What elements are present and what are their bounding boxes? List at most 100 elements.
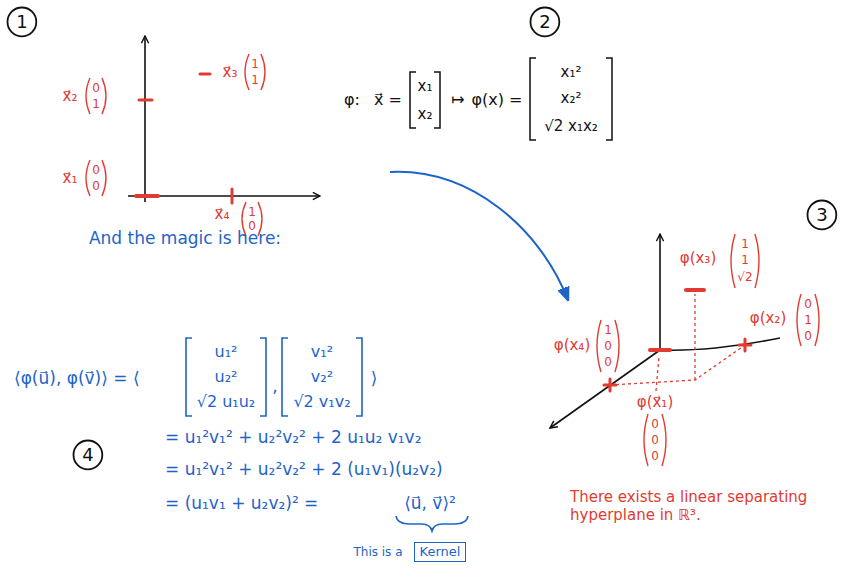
point-label: 0 <box>651 433 659 447</box>
paren <box>797 294 801 346</box>
under-brace <box>396 516 468 531</box>
paren <box>731 234 735 288</box>
point-label: 1 <box>604 323 612 337</box>
mapping-arrow <box>390 172 568 300</box>
equation-text: v₂² <box>311 367 333 386</box>
formula-text: x⃗ = <box>374 90 402 109</box>
z-axis <box>659 234 661 352</box>
point-label: φ(x₂) <box>750 309 787 327</box>
circle-outline <box>74 441 103 470</box>
callout-number: 1 <box>16 12 27 32</box>
point-label: 0 <box>92 179 100 193</box>
point-mark <box>739 339 751 351</box>
kernel-box: Kernel <box>414 542 467 562</box>
callout-number: 2 <box>539 12 550 32</box>
point-label: √2 <box>737 270 752 284</box>
callout-number: 4 <box>82 445 93 465</box>
circle-outline <box>531 8 560 37</box>
callout-circle: 1 <box>6 6 38 38</box>
point-mark <box>650 348 670 352</box>
note-text: There exists a linear separating hyperpl… <box>570 488 846 524</box>
paren <box>102 78 106 114</box>
paren <box>86 78 90 114</box>
point-label: 1 <box>251 57 259 71</box>
point-label: φ(x₄) <box>554 336 591 354</box>
axes-2d <box>128 36 320 202</box>
bracket <box>606 58 612 140</box>
formula-text: x₁ <box>418 77 433 95</box>
point-mark <box>139 99 152 102</box>
paren <box>245 54 249 90</box>
point-label: x⃗₃ <box>223 63 238 81</box>
equation-text: And the magic is here: <box>89 228 281 248</box>
point-mark <box>136 194 158 198</box>
point-mark <box>604 379 616 391</box>
x-axis <box>550 350 660 428</box>
paren <box>86 160 90 196</box>
bracket <box>530 58 536 140</box>
point-label: 0 <box>92 163 100 177</box>
guide-lines <box>610 294 745 391</box>
paren <box>755 234 759 288</box>
leader-line <box>656 356 659 391</box>
paren <box>644 414 648 466</box>
points-2d <box>136 74 232 203</box>
equation-text: u₂² <box>215 367 238 386</box>
paren <box>662 414 666 466</box>
point-label: 0 <box>651 417 659 431</box>
point-label: 0 <box>604 355 612 369</box>
bracket <box>434 72 440 128</box>
point-label: 0 <box>804 297 812 311</box>
bracket <box>356 338 362 416</box>
bracket <box>410 72 416 128</box>
equation-text: ⟩ <box>371 368 378 388</box>
equation-text: ⟨φ(u⃗), φ(v⃗)⟩ = ⟨ <box>14 368 140 388</box>
circle-outline <box>808 201 837 230</box>
point-mark <box>200 73 210 76</box>
equation-text: = (u₁v₁ + u₂v₂)² = <box>165 493 318 513</box>
matrix-brackets <box>410 58 612 140</box>
point-label: 1 <box>92 97 100 111</box>
equation-text: This is a <box>353 545 402 559</box>
equation-text: √2 u₁u₂ <box>197 392 256 411</box>
paren <box>615 320 619 372</box>
dashed-guide <box>610 345 745 385</box>
paren <box>597 320 601 372</box>
paren <box>102 160 106 196</box>
point-label: 0 <box>604 339 612 353</box>
vector-parens <box>597 234 819 466</box>
bracket <box>186 338 192 416</box>
formula-text: √2 x₁x₂ <box>544 117 598 135</box>
point-label: φ(x₃) <box>680 249 717 267</box>
point-label: 0 <box>651 449 659 463</box>
point-label: φ(x⃗₁) <box>637 393 674 411</box>
point-label: 1 <box>741 253 749 267</box>
callout-circle: 2 <box>529 6 561 38</box>
formula-text: ↦ <box>451 90 464 109</box>
callout-circle: 4 <box>72 439 104 471</box>
paren <box>261 54 265 90</box>
equation-text: = u₁²v₁² + u₂²v₂² + 2 (u₁v₁)(u₂v₂) <box>165 459 443 479</box>
point-mark <box>231 189 234 203</box>
y-axis <box>660 338 780 350</box>
bracket <box>260 338 266 416</box>
point-mark <box>686 288 704 292</box>
formula-text: x₂ <box>418 105 433 123</box>
equation-text: u₁² <box>215 342 238 361</box>
kernel-label: Kernel <box>420 545 461 559</box>
point-label: x⃗₁ <box>63 169 78 187</box>
formula-text: x₁² <box>561 63 582 81</box>
point-label: 1 <box>251 73 259 87</box>
callout-circle: 3 <box>806 199 838 231</box>
formula-text: x₂² <box>561 89 582 107</box>
vector-parens <box>86 54 265 236</box>
callout-number: 3 <box>816 205 827 225</box>
point-label: 1 <box>804 313 812 327</box>
point-label: 1 <box>741 237 749 251</box>
formula-text: φ(x) = <box>472 90 523 109</box>
equation-text: , <box>272 376 277 396</box>
bracket <box>282 338 288 416</box>
axes-3d <box>550 234 780 428</box>
dashed-guide <box>694 294 695 380</box>
